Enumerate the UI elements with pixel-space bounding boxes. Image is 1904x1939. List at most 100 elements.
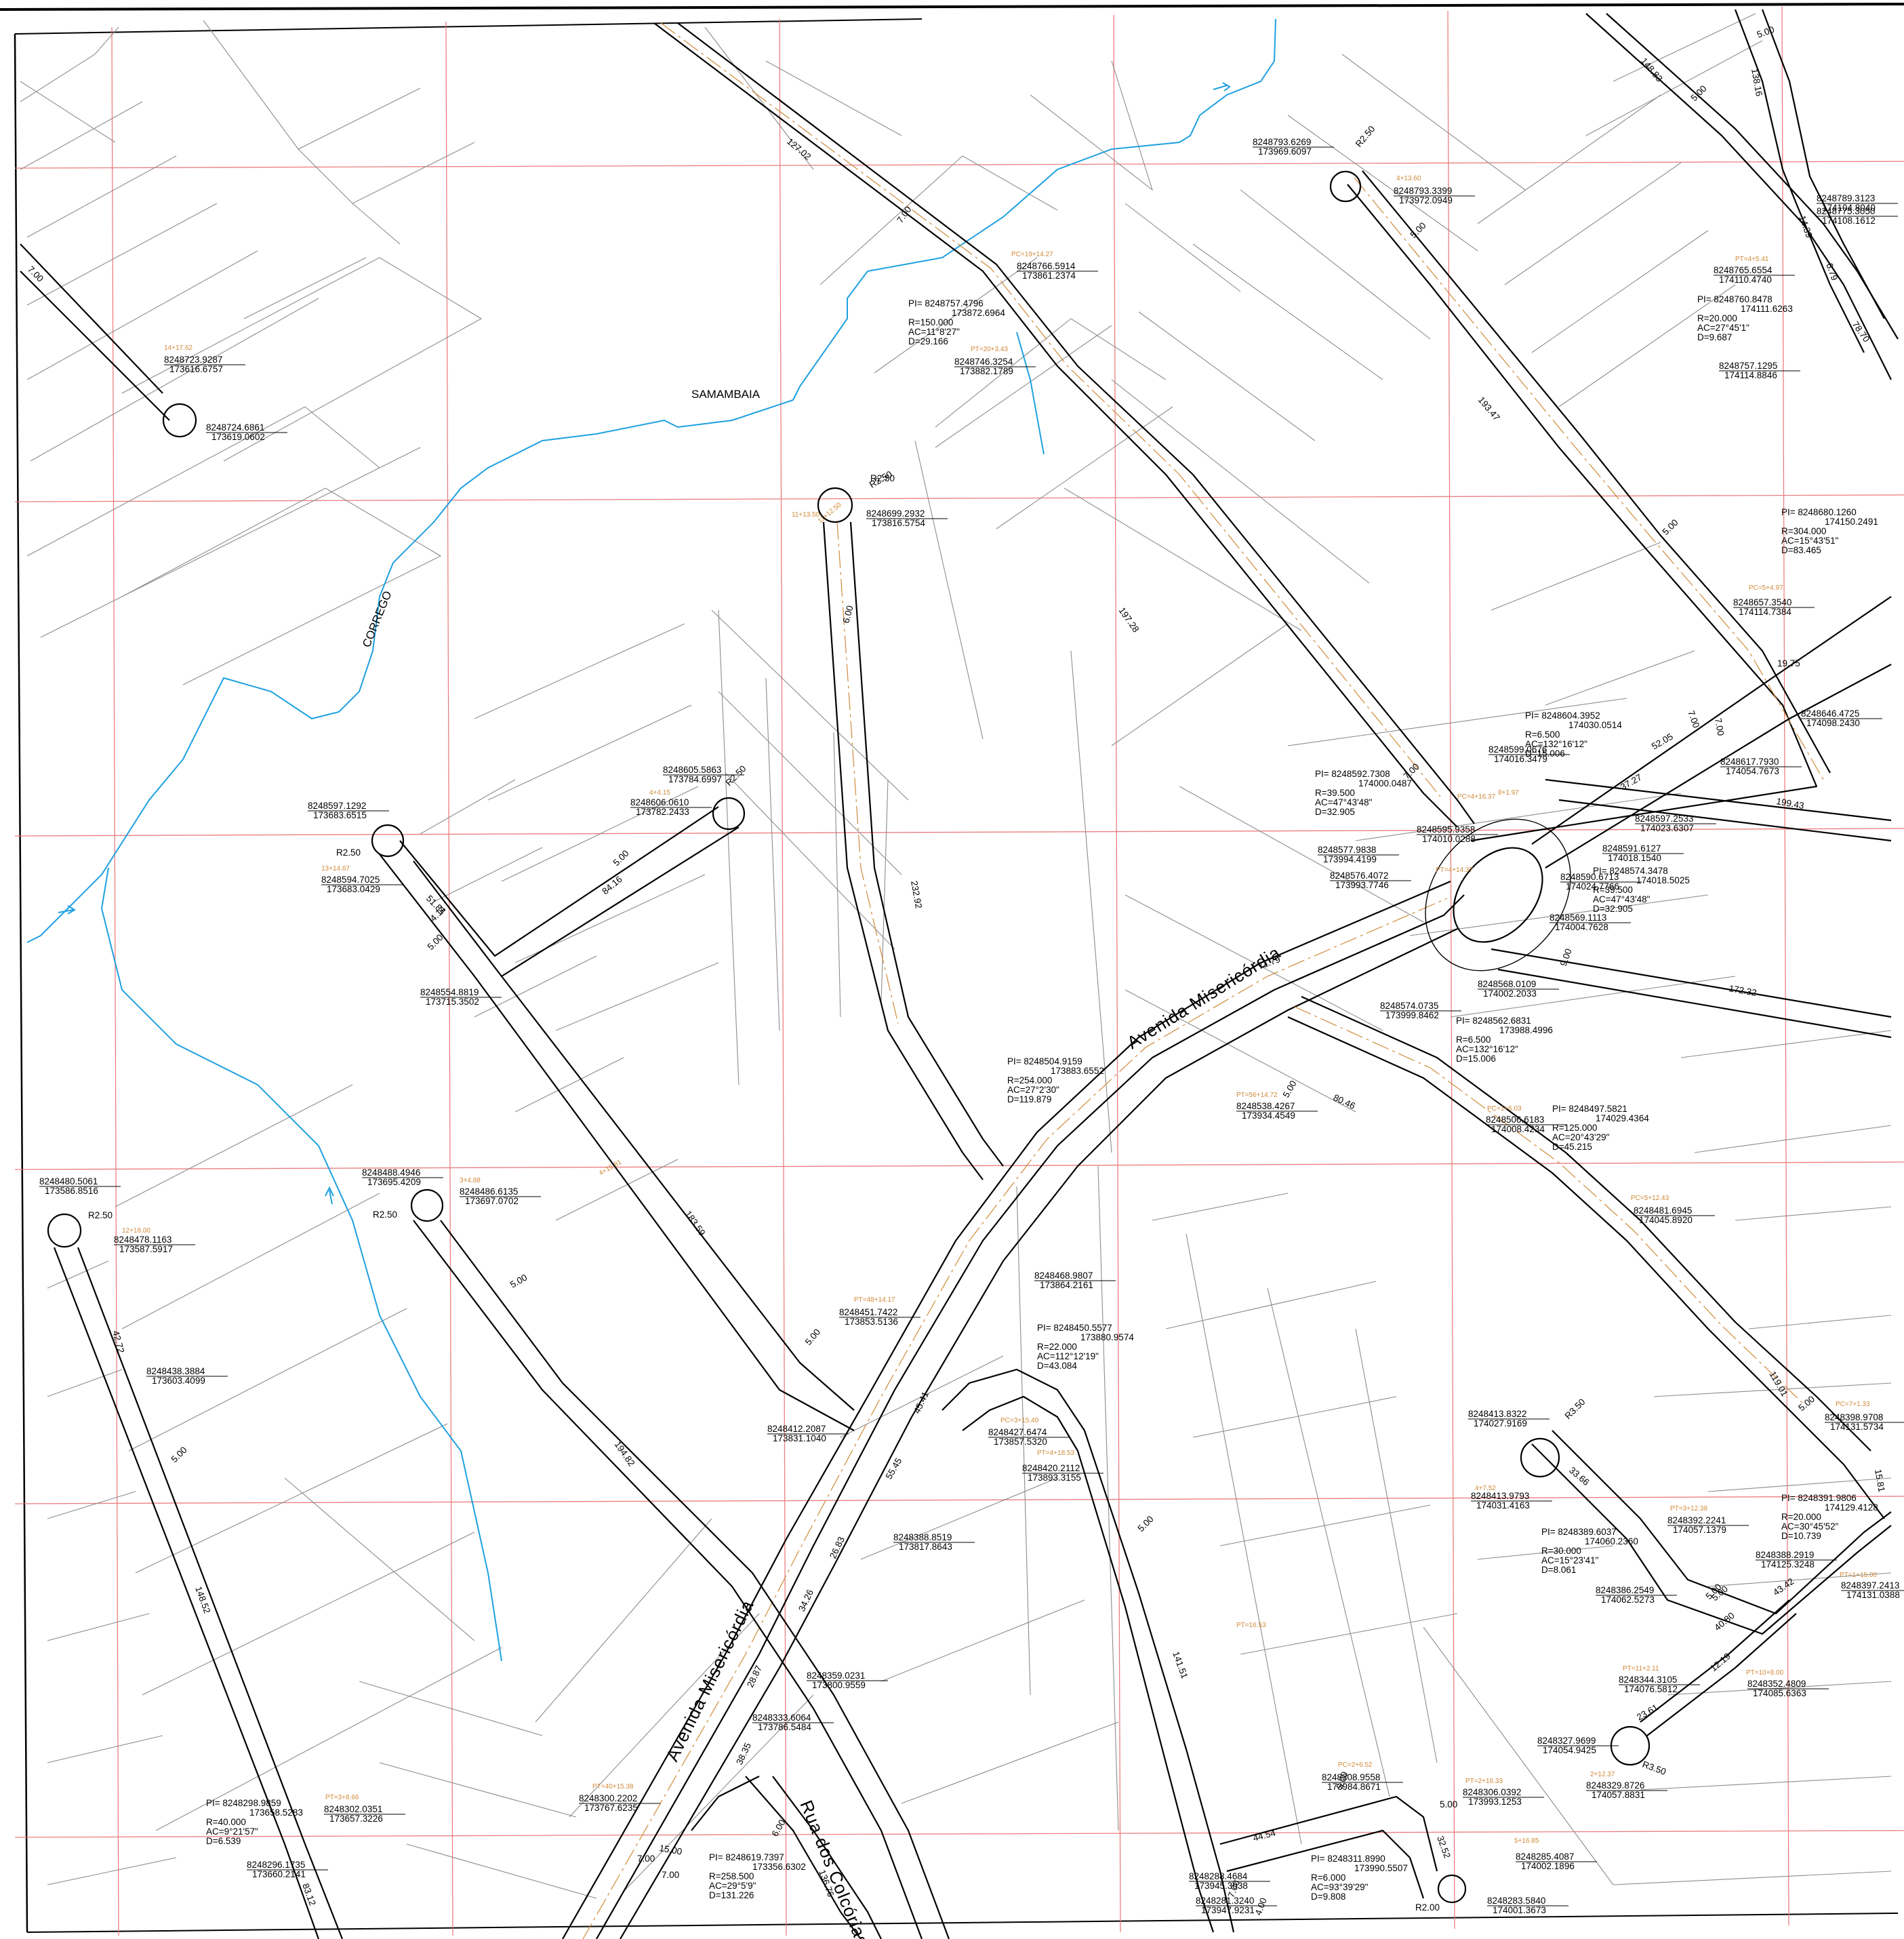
easting-value: 173993.1253 [1468, 1797, 1522, 1807]
northing-value: 8248538.4267 [1236, 1101, 1295, 1111]
curve-data-block: PI= 8248574.3478174018.5025R=39.500AC=47… [1593, 866, 1690, 914]
water-label-corrego: CORREGO [360, 589, 394, 649]
water-label-samambaia: SAMAMBAIA [691, 388, 761, 401]
angle-value: AC=15°23'41" [1541, 1555, 1599, 1565]
dimension-value: 183.59 [683, 1209, 708, 1237]
pi-value: PI= 8248680.1260 [1781, 507, 1857, 517]
northing-value: 8248594.7025 [321, 875, 380, 885]
station-value: PC=5+4.97 [1749, 584, 1783, 592]
easting-value: 173586.8516 [45, 1186, 98, 1196]
pi-value: PI= 8248389.6037 [1541, 1527, 1617, 1537]
northing-value: 8248481.6945 [1634, 1205, 1692, 1216]
northing-value: 8248757.1295 [1719, 361, 1777, 371]
curve-data-labels: PI= 8248757.4796173872.6964R=150.000AC=1… [206, 294, 1878, 1902]
easting-value: 173767.6235 [584, 1803, 638, 1813]
curve-data-block: PI= 8248604.3952174030.0514R=6.500AC=132… [1525, 711, 1622, 759]
angle-value: AC=20°43'29" [1552, 1132, 1610, 1142]
northing-value: 8248597.2533 [1635, 814, 1693, 824]
dimension-value: 138.16 [1749, 68, 1764, 97]
dimension-value: 23.61 [1635, 1702, 1660, 1723]
development-value: D=119.879 [1007, 1094, 1051, 1104]
angle-value: AC=27°45'1" [1697, 323, 1749, 333]
station-value: PT=20+3.43 [971, 346, 1008, 353]
radius-value: R=6.500 [1456, 1035, 1491, 1045]
easting-value: 174114.7384 [1739, 607, 1791, 617]
northing-value: 8248723.9287 [164, 355, 222, 365]
development-value: D=32.905 [1315, 807, 1355, 817]
curve-data-block: PI= 8248680.1260174150.2491R=304.000AC=1… [1781, 507, 1878, 555]
easting-value: 174062.5273 [1601, 1595, 1655, 1605]
station-value: PC=4+16.37 [1457, 793, 1496, 801]
easting-value: 173857.5320 [994, 1437, 1047, 1447]
northing-value: 8248480.5061 [39, 1176, 98, 1186]
radius-value: R=258.500 [709, 1871, 754, 1881]
northing-value: 8248412.2087 [767, 1424, 826, 1434]
pi-value: PI= 8248592.7308 [1315, 769, 1390, 779]
easting-value: 173603.4099 [152, 1376, 205, 1386]
easting-value: 173984.8671 [1327, 1782, 1381, 1792]
northing-value: 8248590.6713 [1560, 872, 1619, 882]
radius-value: R=125.000 [1552, 1123, 1597, 1133]
easting-value: 174024.7766 [1566, 881, 1619, 892]
dimension-value: 38.35 [734, 1741, 753, 1766]
station-value: PT=4+5.41 [1735, 256, 1769, 263]
easting-value: 174002.2033 [1483, 988, 1537, 999]
northing-value: 8248327.9699 [1537, 1736, 1596, 1746]
easting-value: 173972.0949 [1399, 195, 1453, 205]
easting-value: 173893.3155 [1028, 1473, 1081, 1483]
station-value: 4+13.60 [1396, 175, 1421, 182]
coordinate-grid [14, 6, 1904, 1936]
street-label-rua: Rua dos Colcórias [796, 1797, 873, 1939]
northing-value: 8248595.9358 [1417, 824, 1475, 835]
northing-value: 8248333.6064 [752, 1713, 811, 1723]
northing-value: 8248775.3050 [1817, 206, 1875, 216]
pi-value: PI= 8248391.9806 [1781, 1493, 1857, 1503]
radius-value: R=20.000 [1697, 313, 1737, 323]
easting-value: 173993.7746 [1335, 880, 1389, 890]
radius-value: R=39.500 [1315, 788, 1355, 798]
pi-value: PI= 8248760.8478 [1697, 294, 1773, 304]
dimension-value: 55.45 [884, 1456, 904, 1481]
easting-value: 174018.5025 [1636, 875, 1690, 885]
easting-value: 173883.6552 [1051, 1066, 1104, 1076]
northing-value: 8248438.3884 [146, 1366, 205, 1376]
northing-value: 8248488.4946 [362, 1167, 420, 1178]
northing-value: 8248329.8726 [1586, 1780, 1644, 1791]
northing-value: 8248359.0231 [807, 1671, 865, 1681]
northing-value: 8248344.3105 [1619, 1675, 1677, 1685]
station-value: 11+13.50 [792, 511, 820, 519]
development-value: D=131.226 [709, 1890, 754, 1900]
easting-value: 174031.4163 [1476, 1500, 1530, 1511]
easting-value: 173864.2161 [1040, 1280, 1093, 1290]
dimension-value: 5.00 [1409, 220, 1428, 240]
station-value: PC=1+6.03 [1487, 1105, 1522, 1113]
curve-data-block: PI= 8248757.4796173872.6964R=150.000AC=1… [908, 298, 1005, 346]
dimension-value: R2.50 [336, 847, 361, 858]
dimension-value: 15.00 [658, 1843, 683, 1857]
easting-value: 174029.4364 [1596, 1113, 1649, 1123]
easting-value: 174060.2360 [1585, 1536, 1638, 1546]
dimension-value: 193.47 [1476, 395, 1502, 422]
easting-value: 174108.1612 [1822, 216, 1876, 226]
curve-data-block: PI= 8248391.9806174129.4128R=20.000AC=30… [1781, 1493, 1878, 1541]
easting-value: 173784.6997 [668, 774, 722, 784]
easting-value: 174114.8846 [1724, 370, 1777, 380]
